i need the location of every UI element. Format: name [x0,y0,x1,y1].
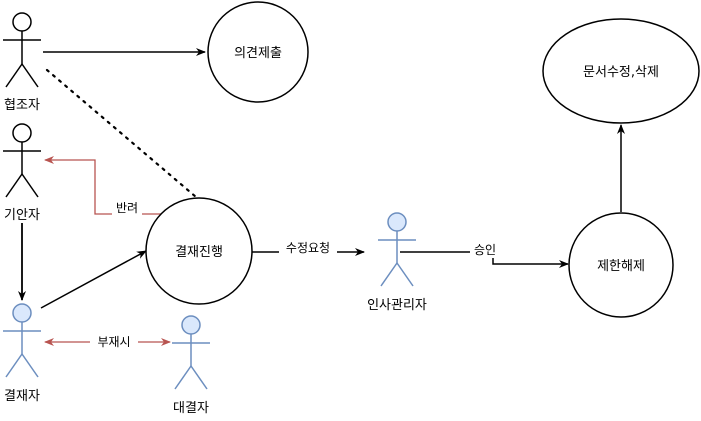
edge-label-reject: 반려 [116,201,138,215]
actor-proxy-approver[interactable]: 대결자 [172,315,210,416]
edit-request-label-bg [279,240,337,256]
reject-label-bg [112,198,142,216]
edge-label-edit-request: 수정요청 [286,241,330,255]
actor-collaborator[interactable]: 협조자 [3,12,41,113]
approve-label-bg [470,242,502,258]
actor-label: 대결자 [173,401,209,416]
actor-approver[interactable]: 결재자 [3,303,41,404]
use-case-label: 의견제출 [234,46,282,61]
edge-approver-to-approval-progress [40,250,147,309]
actor-label: 인사관리자 [367,298,427,313]
actor-drafter[interactable]: 기안자 [3,123,43,223]
edge-dotted-collaborator-approval [45,68,198,199]
edge-label-absent: 부재시 [97,335,130,349]
edge-label-approve: 승인 [474,243,496,257]
absent-label-bg [90,333,138,351]
use-case-approval-progress[interactable]: 결재진행 [145,197,253,305]
actor-label: 결재자 [4,389,40,404]
use-case-edit-delete-doc[interactable]: 문서수정,삭제 [542,18,700,124]
actor-hr-manager[interactable]: 인사관리자 [367,212,427,313]
actor-label: 협조자 [4,98,40,113]
actor-label: 기안자 [4,208,40,223]
use-case-label: 제한해제 [597,259,645,274]
use-case-label: 문서수정,삭제 [583,65,659,80]
use-case-submit-opinion[interactable]: 의견제출 [207,1,309,103]
edge-reject [44,156,161,215]
use-case-lift-restriction[interactable]: 제한해제 [568,212,674,318]
use-case-label: 결재진행 [175,244,223,260]
